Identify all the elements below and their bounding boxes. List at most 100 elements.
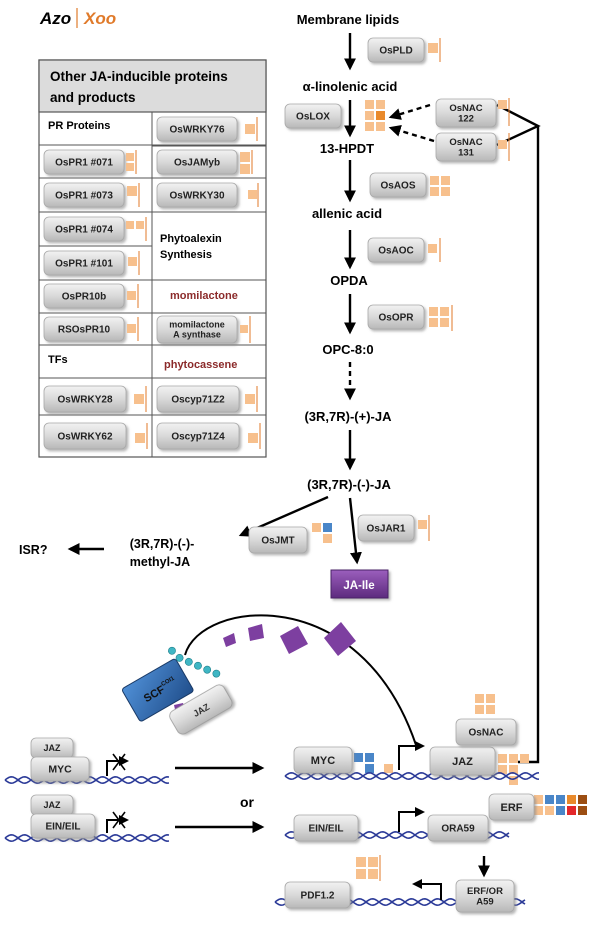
sq-osnac131-cell <box>498 140 507 149</box>
dna-right-myc <box>284 771 540 781</box>
allenic-acid-label: allenic acid <box>312 206 382 221</box>
ja-inducible-table: Other JA-inducible proteins and products… <box>38 59 267 458</box>
jaz-left-2: JAZ <box>30 794 74 816</box>
sq-jaz-cell <box>509 754 518 763</box>
promoter-ora59 <box>398 807 425 832</box>
phytocassene-label: phytocassene <box>164 359 237 371</box>
sq-osjmt-cell <box>323 534 332 543</box>
sq-momilactone-synthase <box>240 325 248 333</box>
sq-oslox-cell <box>376 100 385 109</box>
sq-osaos-cell <box>441 187 450 196</box>
sq-myc-cell <box>365 753 374 762</box>
sq-osopr-cell <box>440 307 449 316</box>
bracket-osnac-feedback <box>496 103 541 147</box>
sq-osaos-cell <box>430 187 439 196</box>
ospr10b-label: OsPR10b <box>62 292 106 303</box>
ospr1-074-label: OsPR1 #074 <box>55 225 113 236</box>
erf-node-label: ERF <box>501 802 523 814</box>
eineil-right-label: EIN/EIL <box>308 824 343 835</box>
oslox-box <box>284 103 342 129</box>
sq-osaos <box>430 176 450 196</box>
sq-erf-cell <box>534 806 543 815</box>
sq-oslox-cell <box>365 122 374 131</box>
oswrky30-box <box>156 182 238 208</box>
legend-xoo: Xoo <box>83 9 116 28</box>
ospr1-073-box <box>43 182 125 208</box>
erf-ora59-node-label-line2: A59 <box>476 897 493 908</box>
arc-jaile-to-coi1 <box>184 614 417 746</box>
sq-jaz-cell <box>498 754 507 763</box>
sq-ospr1-071 <box>126 153 134 171</box>
table-title-line1: Other JA-inducible proteins <box>50 69 228 84</box>
erf-ora59-node: ERF/ORA59 <box>455 879 515 913</box>
sq-oslox-cell <box>365 100 374 109</box>
sq-pdf12-cell <box>368 869 378 879</box>
sq-ospr10b-cell <box>127 291 136 300</box>
osjar1-label: OsJAR1 <box>367 524 406 535</box>
ospr1-101-label: OsPR1 #101 <box>55 259 113 270</box>
dna-strand-line <box>4 775 170 785</box>
oswrky62-box <box>43 422 127 450</box>
sq-osnac131 <box>498 140 507 149</box>
oslox-label: OsLOX <box>296 112 330 123</box>
sq-jaz-col3 <box>520 754 529 763</box>
osnac122-label-line1: OsNAC <box>449 103 482 114</box>
oswrky76-box <box>156 116 238 142</box>
block-left-myc-b <box>112 753 126 771</box>
oscyp71z2-box <box>156 385 240 413</box>
jaz-gene: JAZ <box>429 746 496 776</box>
myc-right-label: MYC <box>311 755 336 767</box>
ubiquitin-bead <box>184 657 193 666</box>
jaz-complex-box <box>169 684 233 735</box>
momilactone-synthase-label-line1: momilactone <box>169 320 225 330</box>
jaz-left-2-label: JAZ <box>43 800 61 810</box>
osnac-node: OsNAC <box>455 718 517 746</box>
sq-osaoc-cell <box>428 244 437 253</box>
sq-oswrky30 <box>248 190 257 199</box>
osnac-node-box <box>455 718 517 746</box>
sq-oslox-cell <box>376 122 385 131</box>
sq-oswrky30-cell <box>248 190 257 199</box>
ospr1-071-label: OsPR1 #071 <box>55 158 113 169</box>
oscyp71z4-label: Oscyp71Z4 <box>171 432 225 443</box>
block-left-eineil-b <box>112 811 126 829</box>
sq-oswrky62-cell <box>135 433 145 443</box>
osjamyb-label: OsJAMyb <box>174 158 220 169</box>
dna-strand-line <box>284 771 540 781</box>
opda-label: OPDA <box>330 273 368 288</box>
membrane-lipids-label: Membrane lipids <box>297 12 400 27</box>
osnac122-box <box>435 98 497 128</box>
rsospr10: RSOsPR10 <box>43 316 125 342</box>
sq-jaz <box>498 754 518 785</box>
erf-ora59-node-box <box>455 879 515 913</box>
rsospr10-box <box>43 316 125 342</box>
sq-osjmt <box>312 523 332 543</box>
ja-minus-label: (3R,7R)-(-)-JA <box>307 477 391 492</box>
ja-fragment-3 <box>280 626 308 654</box>
myc-right-box <box>293 746 353 774</box>
ospr1-101-box <box>43 250 125 276</box>
sq-oswrky62 <box>135 433 145 443</box>
sq-osnac-cell <box>486 705 495 714</box>
pr-proteins-label: PR Proteins <box>48 120 110 132</box>
sq-osopr <box>429 307 449 327</box>
methyl-ja-label-line1: (3R,7R)-(-)- <box>130 537 195 551</box>
ubiquitin-bead <box>212 669 221 678</box>
isr-label: ISR? <box>19 543 47 557</box>
osjamyb-box <box>156 149 238 175</box>
osopr-label: OsOPR <box>378 313 414 324</box>
ja-fragment-1 <box>223 633 236 647</box>
sq-ospr1-074-cell <box>136 221 144 229</box>
sq-osjamyb <box>240 152 250 174</box>
sq-osjmt-cell <box>312 523 321 532</box>
sq-oswrky28-cell <box>134 394 144 404</box>
sq-myc-cell <box>354 753 363 762</box>
promoter-left-eineil <box>106 815 129 833</box>
ospld-label: OsPLD <box>379 46 412 57</box>
sq-pdf12-cell <box>368 857 378 867</box>
myc-left-label: MYC <box>48 764 72 776</box>
ospr1-073: OsPR1 #073 <box>43 182 125 208</box>
